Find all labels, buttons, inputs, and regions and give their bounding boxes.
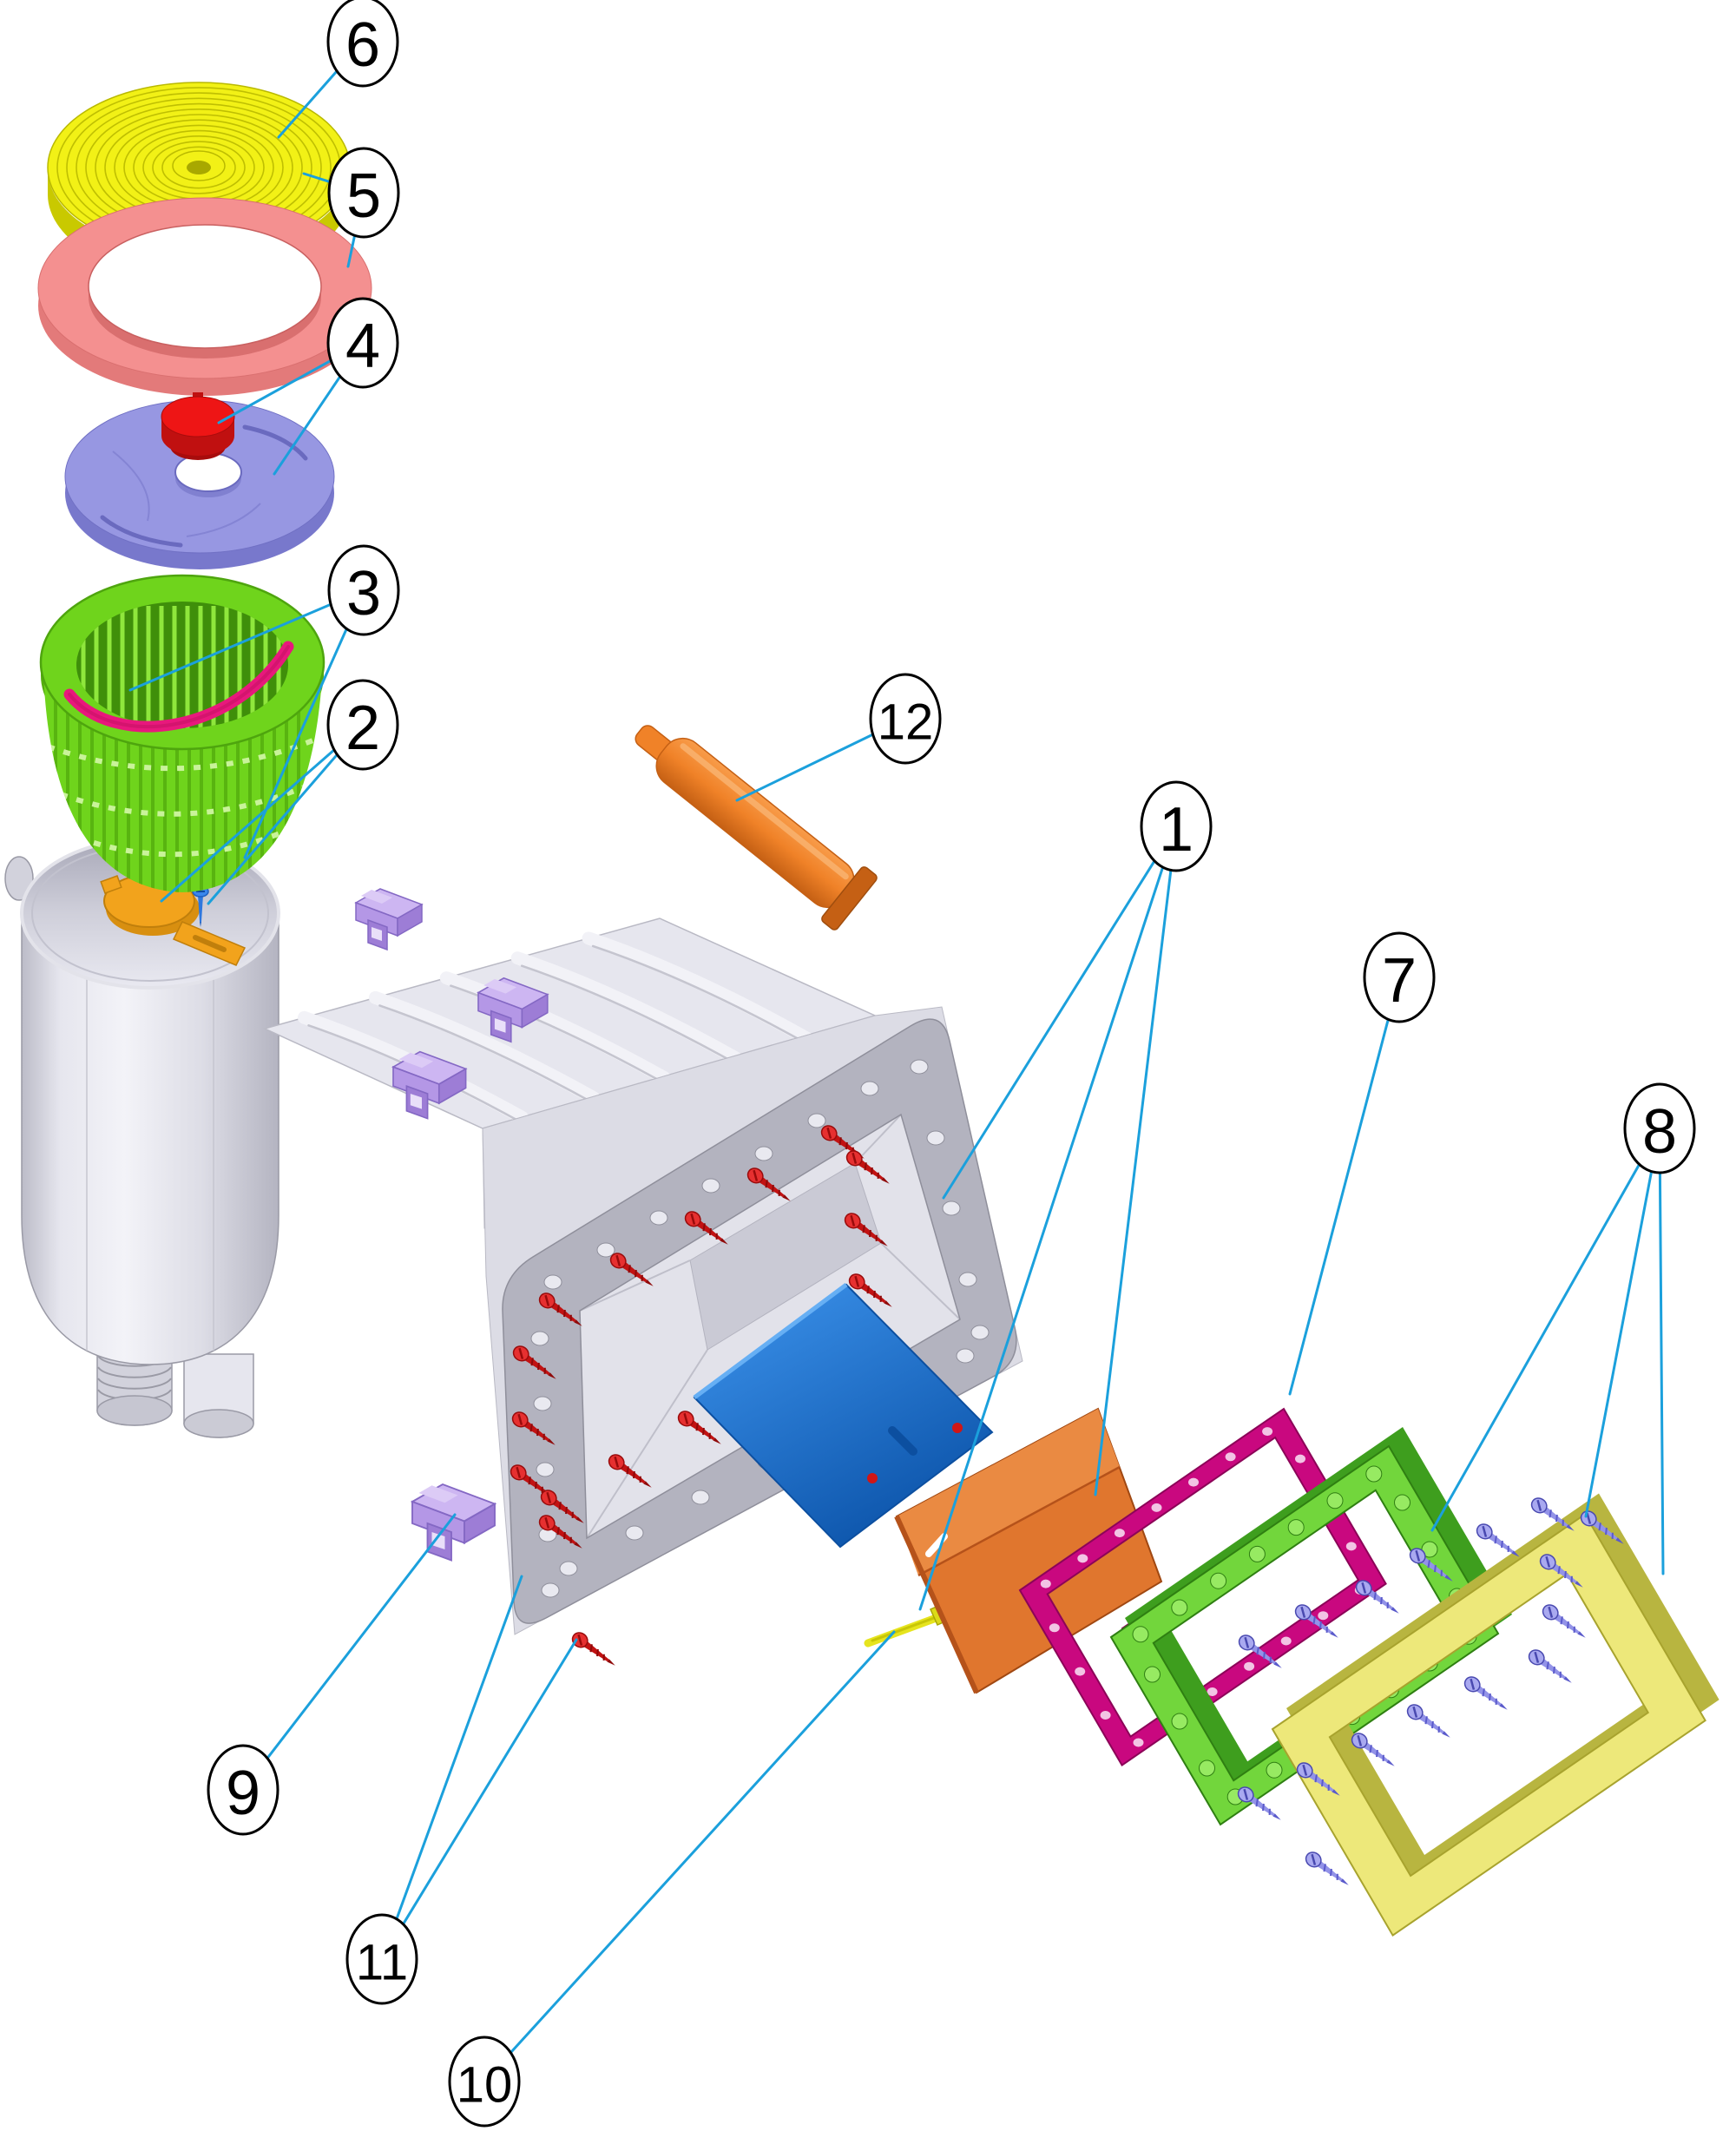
frame-screw [1539,1601,1591,1645]
leader-line-7 [1288,1017,1390,1396]
callout-number-1: 1 [1159,795,1194,865]
leader-line-3 [243,627,348,859]
drain-outlet-plain [183,1353,254,1438]
weir-door [894,1407,1163,1694]
callout-number-5: 5 [346,161,381,231]
callout-9[interactable]: 9 [207,1744,279,1836]
callout-number-9: 9 [226,1759,260,1828]
skimmer-basket [39,574,326,892]
callout-12[interactable]: 12 [869,673,942,765]
callout-number-3: 3 [346,559,381,628]
leader-line-8 [1658,1171,1665,1575]
leader-line-3 [128,602,332,692]
extension-collar [37,197,372,396]
leader-line-10 [509,1630,896,2055]
callout-number-10: 10 [457,2057,513,2114]
leader-line-6 [277,69,339,139]
frame-screw [1525,1646,1577,1690]
callout-5[interactable]: 5 [327,147,400,239]
frame-screw [1461,1673,1513,1717]
callout-number-4: 4 [345,312,380,381]
callout-number-2: 2 [345,694,380,763]
retaining-clip [355,888,423,950]
callout-2[interactable]: 2 [326,679,399,771]
mouth-frame [502,1018,1017,1624]
drain-knob [161,392,235,460]
tank-cylinder [21,912,279,1365]
leader-line-2 [207,753,339,905]
callout-number-11: 11 [356,1935,408,1991]
retaining-clip [411,1483,496,1562]
leader-line-11 [402,1638,578,1926]
frame-screw [1302,1848,1354,1892]
leader-line-1 [918,865,1165,1611]
leader-lines [128,69,1665,2055]
leader-line-1 [1094,868,1173,1496]
callout-10[interactable]: 10 [448,2036,521,2128]
weir-flap [693,1282,994,1549]
vortex-plate [64,392,335,569]
callout-1[interactable]: 1 [1140,780,1213,872]
leader-line-12 [735,733,875,802]
callout-7[interactable]: 7 [1363,931,1436,1023]
leader-line-11 [395,1575,523,1921]
leader-line-5 [302,172,332,184]
leader-line-5 [346,233,357,268]
callout-4[interactable]: 4 [326,297,399,389]
sealant-tube [635,725,878,931]
callout-8[interactable]: 8 [1623,1082,1696,1174]
callout-number-7: 7 [1382,946,1417,1016]
leader-line-9 [266,1513,457,1760]
leader-line-8 [1430,1162,1641,1532]
leader-line-1 [942,859,1156,1200]
leader-line-4 [273,375,342,476]
frame-yellow [1271,1493,1720,1937]
leader-line-8 [1584,1170,1654,1518]
callout-11[interactable]: 11 [345,1913,418,2005]
callout-number-12: 12 [878,694,934,751]
leader-line-4 [217,358,332,424]
callout-6[interactable]: 6 [326,0,399,88]
lid-center-hole [187,161,211,174]
frame-screw [1404,1700,1456,1745]
throat-ribs [298,931,813,1127]
callout-3[interactable]: 3 [327,544,400,636]
callout-number-8: 8 [1642,1097,1677,1167]
red-screw [569,1628,621,1673]
callout-number-6: 6 [345,10,380,80]
inlet-stub [4,856,34,901]
leader-line-2 [160,748,336,903]
